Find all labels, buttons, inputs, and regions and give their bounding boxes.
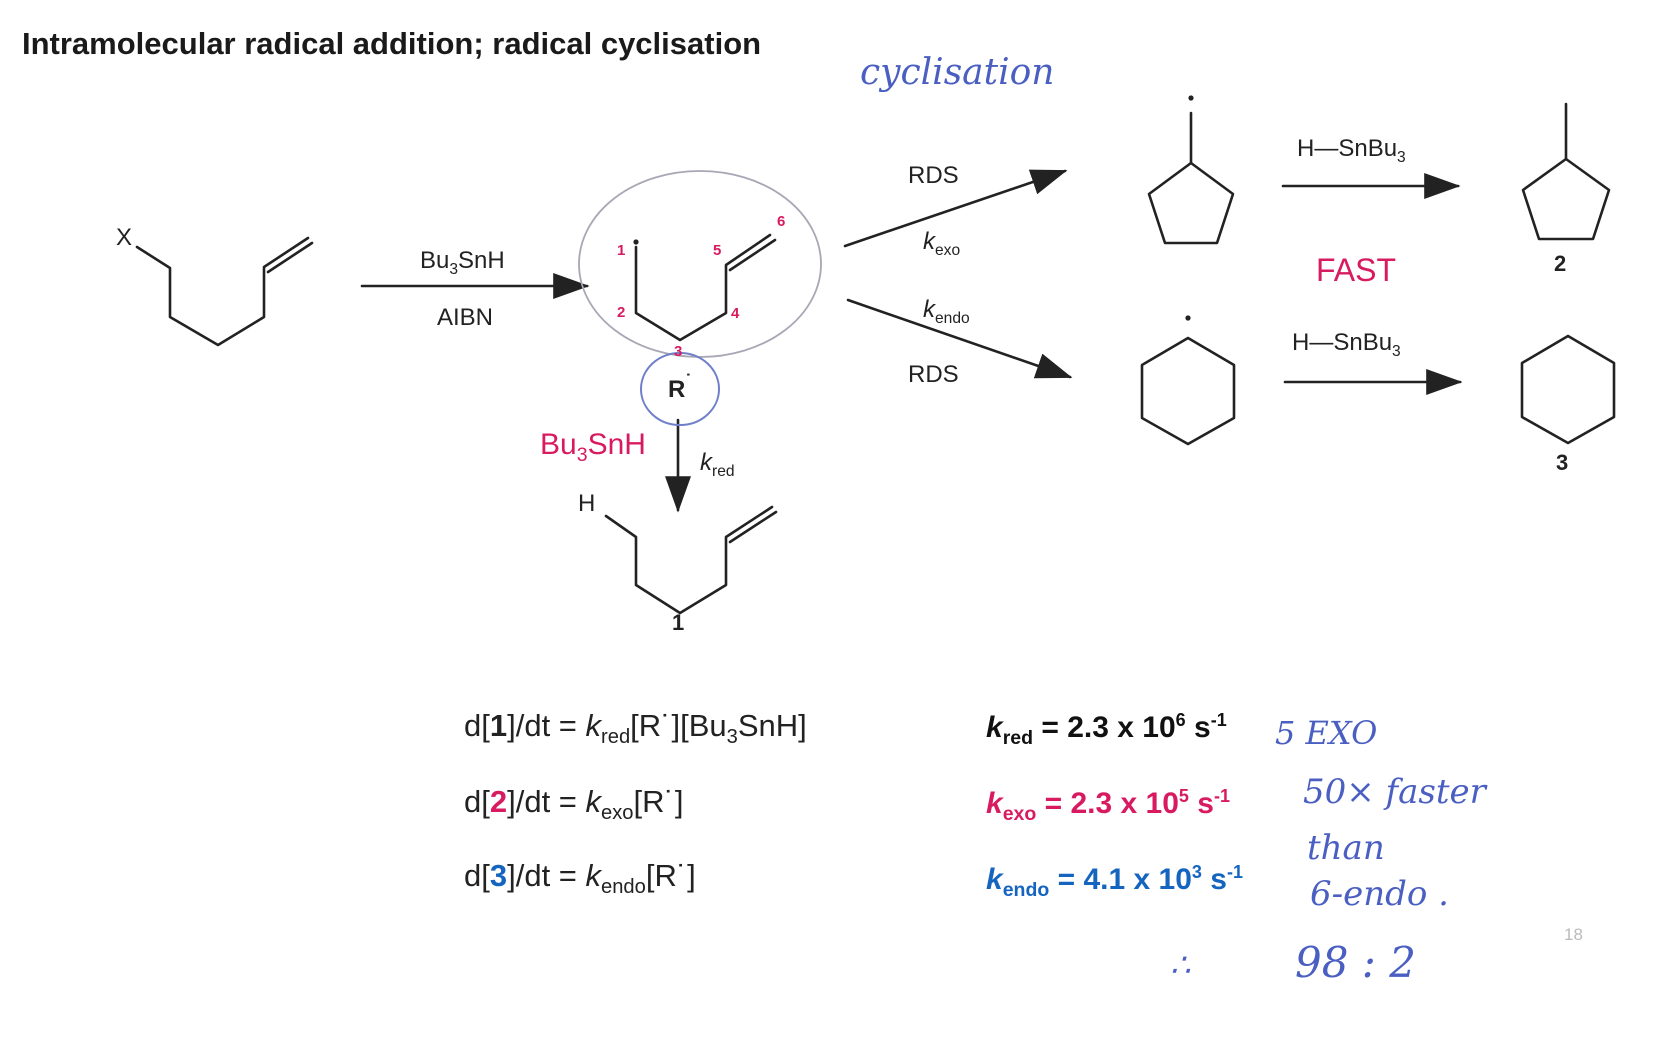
atom-r-radical: R˙: [668, 371, 692, 403]
radical-intermediate-double-bond: [728, 238, 777, 272]
rate-equation-1: d[1]/dt = kred[R˙][Bu3SnH]: [464, 708, 807, 749]
radical-dot-1: [633, 239, 639, 245]
handwritten-5-exo: 5 EXO: [1275, 714, 1378, 752]
product-2-ring: [1521, 157, 1611, 241]
handdrawn-circle-r: [640, 352, 720, 426]
handwritten-therefore: ∴: [1170, 946, 1191, 984]
atom-h: H: [578, 490, 596, 517]
radical-intermediate-chain: [634, 233, 772, 342]
atom-x: X: [116, 224, 133, 251]
atom-number-2: 2: [617, 304, 626, 321]
endo-arrow: [846, 298, 1073, 379]
cyclopentyl-ring-radical: [1147, 161, 1235, 245]
starting-material-chain: [135, 236, 310, 347]
k-red-label: kred: [700, 449, 735, 480]
fast-label: FAST: [1316, 252, 1397, 288]
product-3-ring: [1520, 334, 1616, 445]
handwritten-than: than: [1307, 828, 1385, 868]
compound-label-2: 2: [1554, 251, 1567, 276]
k-exo-label: kexo: [923, 228, 961, 259]
reagent-bu3snh: Bu3SnH: [420, 247, 505, 278]
compound-label-1: 1: [672, 610, 685, 635]
cyclohexyl-ring-radical: [1140, 336, 1236, 446]
atom-number-6: 6: [777, 213, 786, 230]
handwritten-ratio: 98 : 2: [1295, 938, 1417, 987]
compound-label-3: 3: [1556, 450, 1569, 475]
atom-number-3: 3: [674, 343, 683, 360]
reduction-reagent-bu3snh: Bu3SnH: [540, 428, 646, 466]
k-endo-value: kendo = 4.1 x 103 s-1: [986, 862, 1243, 901]
starting-material-double-bond: [266, 241, 314, 274]
reagent-aibn: AIBN: [437, 304, 494, 331]
exo-rds-label: RDS: [908, 162, 959, 189]
radical-dot-methyl: [1188, 95, 1194, 101]
h-snbu3-bottom: H—SnBu3: [1292, 329, 1401, 360]
page-number: 18: [1564, 925, 1583, 944]
product-1-double-bond: [728, 510, 778, 544]
k-exo-value: kexo = 2.3 x 105 s-1: [986, 786, 1230, 825]
k-red-value: kred = 2.3 x 106 s-1: [986, 710, 1227, 749]
h-snbu3-top: H—SnBu3: [1297, 135, 1406, 166]
rate-equation-3: d[3]/dt = kendo[R˙]: [464, 858, 696, 899]
k-endo-label: kendo: [923, 296, 970, 327]
rate-equation-2: d[2]/dt = kexo[R˙]: [464, 784, 684, 825]
atom-number-4: 4: [731, 305, 740, 322]
handwritten-50x-faster: 50× faster: [1303, 772, 1486, 812]
slide-title: Intramolecular radical addition; radical…: [22, 26, 762, 61]
atom-number-1: 1: [617, 242, 626, 259]
handwritten-cyclisation: cyclisation: [860, 52, 1055, 93]
radical-dot-cyclohexyl: [1185, 315, 1191, 321]
atom-number-5: 5: [713, 242, 722, 259]
endo-rds-label: RDS: [908, 361, 959, 388]
handwritten-6-endo: 6-endo .: [1310, 874, 1449, 914]
product-1-chain: [604, 505, 774, 615]
exo-arrow: [843, 169, 1068, 248]
